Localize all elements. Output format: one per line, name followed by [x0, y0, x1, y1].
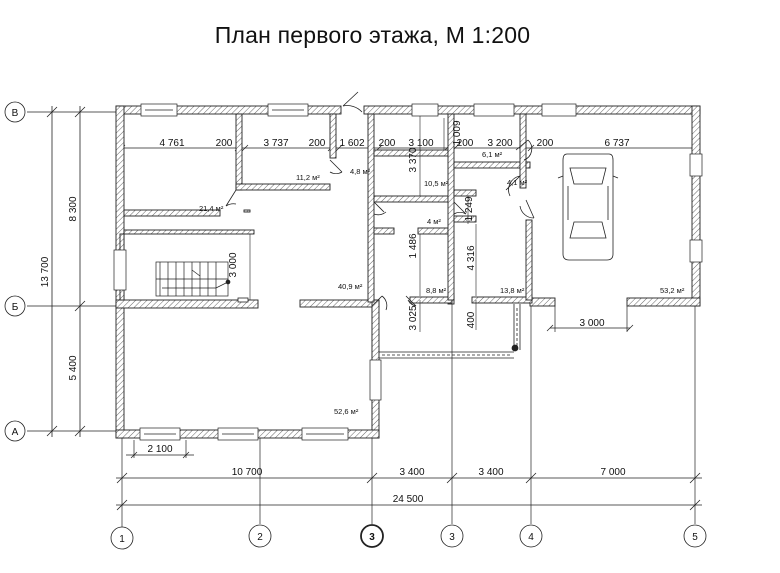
svg-text:А: А	[12, 427, 19, 438]
svg-text:4,8 м²: 4,8 м²	[350, 167, 371, 176]
svg-text:3 100: 3 100	[408, 138, 433, 149]
staircase	[155, 261, 231, 297]
svg-text:1: 1	[119, 534, 125, 545]
axis-bubble-3a: 3	[360, 524, 384, 548]
svg-text:4: 4	[528, 532, 534, 543]
svg-text:4,1 м²: 4,1 м²	[507, 178, 528, 187]
svg-text:40,9 м²: 40,9 м²	[338, 282, 363, 291]
svg-text:8,8 м²: 8,8 м²	[426, 286, 447, 295]
svg-text:3 370: 3 370	[408, 147, 419, 172]
dim-left-upper: 8 300	[68, 196, 79, 221]
gate-dimension	[546, 306, 634, 332]
svg-text:3: 3	[369, 532, 375, 543]
svg-text:3 400: 3 400	[399, 467, 424, 478]
svg-text:200: 200	[537, 138, 554, 149]
svg-text:3 025: 3 025	[408, 305, 419, 330]
svg-text:3 737: 3 737	[263, 138, 288, 149]
terrace-outline	[379, 304, 521, 359]
svg-text:200: 200	[379, 138, 396, 149]
axis-bubble-3b: 3	[440, 524, 464, 548]
svg-text:200: 200	[216, 138, 233, 149]
svg-text:1 009: 1 009	[452, 120, 463, 145]
svg-text:Б: Б	[12, 302, 19, 313]
svg-text:2: 2	[257, 532, 263, 543]
doors	[225, 91, 535, 311]
car-icon	[557, 153, 619, 261]
svg-text:3 400: 3 400	[478, 467, 503, 478]
svg-text:3: 3	[449, 532, 455, 543]
svg-text:400: 400	[466, 311, 477, 328]
window-dimension	[126, 440, 194, 459]
inner-vertical-dimension-lines	[249, 116, 477, 332]
axis-bubble-2: 2	[248, 524, 272, 548]
svg-text:3 000: 3 000	[228, 252, 239, 277]
svg-text:10 700: 10 700	[232, 467, 263, 478]
svg-text:3 200: 3 200	[487, 138, 512, 149]
bottom-dimension-labels: 10 700 3 400 3 400 7 000 24 500	[232, 467, 626, 505]
top-dimension-labels: 4 761 200 3 737 200 1 602 200 3 100 200 …	[159, 138, 629, 149]
svg-text:53,2 м²: 53,2 м²	[660, 286, 685, 295]
axis-bubble-v: В	[4, 101, 26, 123]
axis-bubble-b: Б	[4, 295, 26, 317]
svg-text:6 737: 6 737	[604, 138, 629, 149]
dim-left-total: 13 700	[40, 256, 51, 287]
inner-dimension-labels: 3 000 3 370 1 009 1 486 1 249 4 316 400 …	[228, 120, 477, 330]
plan-title: План первого этажа, М 1:200	[214, 22, 531, 48]
room-area-labels: 11,2 м² 4,8 м² 10,5 м² 6,1 м² 4,1 м² 21,…	[199, 150, 685, 416]
svg-text:52,6 м²: 52,6 м²	[334, 407, 359, 416]
svg-text:21,4 м²: 21,4 м²	[199, 204, 224, 213]
svg-text:В: В	[12, 108, 19, 119]
axis-bubble-a: А	[4, 420, 26, 442]
svg-text:4 м²: 4 м²	[427, 217, 441, 226]
svg-text:4 761: 4 761	[159, 138, 184, 149]
gate-dimension-label: 3 000	[579, 318, 604, 329]
svg-text:11,2 м²: 11,2 м²	[296, 173, 320, 182]
svg-text:7 000: 7 000	[600, 467, 625, 478]
svg-text:10,5 м²: 10,5 м²	[424, 179, 449, 188]
svg-text:200: 200	[309, 138, 326, 149]
svg-text:24 500: 24 500	[393, 494, 424, 505]
svg-text:5: 5	[692, 532, 698, 543]
svg-text:1 249: 1 249	[464, 196, 475, 221]
axis-bubble-5: 5	[683, 524, 707, 548]
bottom-dimension-lines	[116, 472, 702, 511]
windows	[113, 103, 703, 441]
left-dimensions	[46, 106, 86, 437]
svg-text:1 486: 1 486	[408, 233, 419, 258]
svg-text:13,8 м²: 13,8 м²	[500, 286, 525, 295]
window-dimension-label: 2 100	[147, 444, 172, 455]
axis-bubble-1: 1	[110, 526, 134, 550]
dim-left-lower: 5 400	[68, 355, 79, 380]
svg-text:1 602: 1 602	[339, 138, 364, 149]
axis-bubble-4: 4	[519, 524, 543, 548]
svg-text:4 316: 4 316	[466, 245, 477, 270]
svg-text:200: 200	[457, 138, 474, 149]
svg-text:6,1 м²: 6,1 м²	[482, 150, 503, 159]
